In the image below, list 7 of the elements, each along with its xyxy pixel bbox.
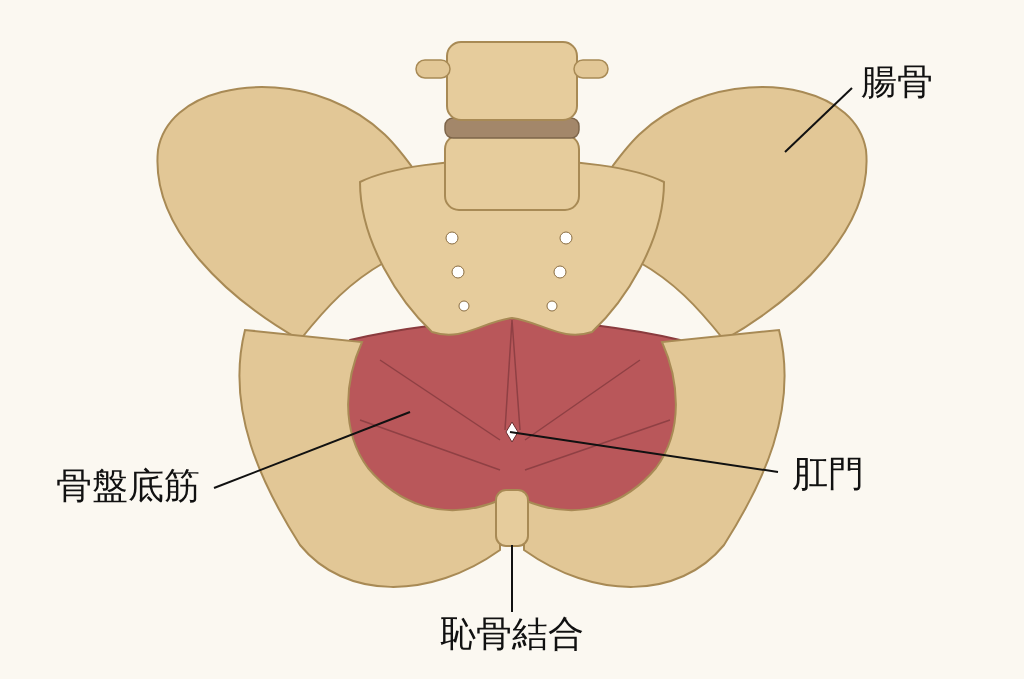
leader-line (213, 411, 411, 489)
part-label: 肛門 (792, 456, 864, 492)
part-label: 骨盤底筋 (56, 468, 200, 504)
part-label: 恥骨結合 (440, 616, 584, 652)
leader-line (784, 87, 853, 153)
leader-line (511, 544, 513, 613)
part-label: 腸骨 (861, 64, 933, 100)
